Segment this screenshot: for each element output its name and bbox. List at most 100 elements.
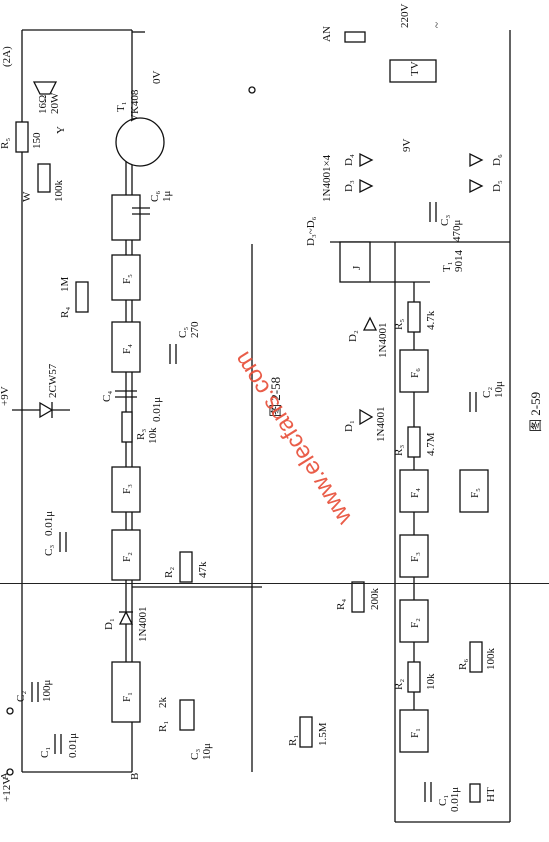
label-220v: 220V xyxy=(399,4,411,29)
label-r1: R₁ xyxy=(287,735,299,746)
label-t1: T₁ xyxy=(115,101,127,112)
capacitor-c6 xyxy=(132,207,150,215)
label-r4-value: 1M xyxy=(59,277,71,293)
label-c3-value: 0.01μ xyxy=(43,511,55,536)
label-w: W xyxy=(21,191,33,202)
label-t1-value: 9014 xyxy=(453,250,465,273)
label-r5: R₅ xyxy=(0,138,11,149)
label-f2: F₂ xyxy=(409,618,421,628)
transistor-t1-icon xyxy=(115,117,165,167)
label-d1-value: 1N4001 xyxy=(375,407,387,442)
label-c3: C₃ xyxy=(43,545,55,556)
buzzer-ht xyxy=(469,783,481,803)
label-c3-lower: C₃ xyxy=(189,749,201,760)
label-t1: T₁ xyxy=(441,261,453,272)
label-c4-value: 0.01μ xyxy=(151,397,163,422)
label-j: J xyxy=(351,265,363,270)
label-c5: C₅ xyxy=(177,327,189,338)
figure-2-59-caption: 图 2-59 xyxy=(528,392,543,432)
label-f2: F₂ xyxy=(121,552,133,562)
label-c1: C₁ xyxy=(437,795,449,806)
label-c5-value: 270 xyxy=(189,321,201,338)
capacitor-c2 xyxy=(31,682,39,702)
label-r4-value: 200k xyxy=(369,588,381,611)
label-d4: D₄ xyxy=(343,154,355,166)
label-ht: HT xyxy=(485,787,497,802)
label-c2: C₂ xyxy=(15,691,27,702)
label-an: AN xyxy=(321,26,333,42)
label-d1: D₁ xyxy=(103,618,115,630)
label-r2-value: 47k xyxy=(197,561,209,578)
label-2cw57: 2CW57 xyxy=(47,363,59,398)
switch-an xyxy=(344,31,366,43)
gate-f5 xyxy=(459,469,489,513)
capacitor-c1 xyxy=(424,782,432,802)
label-r1: R₁ xyxy=(157,721,169,732)
label-d3: D₃ xyxy=(343,180,355,192)
horizontal-divider xyxy=(0,583,549,584)
label-f5: F₅ xyxy=(121,274,133,284)
figure-2-59: AN 220V ~ TV 9V 1N4001×4 D₄ D₃ D₆ D₅ D₃~… xyxy=(287,4,543,823)
label-d1-value: 1N4001 xyxy=(137,607,149,642)
label-2a: (2A) xyxy=(1,46,13,67)
potentiometer-w xyxy=(37,163,51,193)
diode-d1-icon xyxy=(359,408,374,426)
diode-d1-icon xyxy=(118,610,134,625)
resistor-r2 xyxy=(179,551,193,583)
capacitor-c3 xyxy=(59,532,67,552)
label-r1-value: 1.5M xyxy=(317,722,329,746)
figure-2-58-caption: 图 2-58 xyxy=(268,377,283,417)
label-plus-9v: +9V xyxy=(0,386,11,406)
label-r5: R₅ xyxy=(393,319,405,330)
label-d2-value: 1N4001 xyxy=(377,323,389,358)
label-c6: C₆ xyxy=(149,191,161,202)
label-tv: TV xyxy=(409,61,421,76)
capacitor-c4 xyxy=(115,390,137,398)
label-terminal-b: B xyxy=(129,773,141,780)
transformer-tv xyxy=(389,59,437,83)
label-20w: 20W xyxy=(49,92,61,114)
label-16-ohm: 16Ω xyxy=(37,95,49,114)
label-f6: F₆ xyxy=(409,368,421,378)
label-220v-tilde: ~ xyxy=(431,22,443,28)
label-f4: F₄ xyxy=(121,344,133,354)
capacitor-c2 xyxy=(469,392,477,412)
label-r6: R₆ xyxy=(457,659,469,670)
label-c1-value: 0.01μ xyxy=(67,733,79,758)
gate-buffer xyxy=(111,194,141,241)
label-r5-value: 4.7k xyxy=(425,310,437,330)
capacitor-c3 xyxy=(429,202,437,222)
label-c2-value: 10μ xyxy=(493,381,505,398)
label-c3: C₃ xyxy=(439,215,451,226)
label-r2-value: 10k xyxy=(425,673,437,690)
resistor-r3 xyxy=(407,426,421,458)
label-f3: F₃ xyxy=(121,484,133,494)
label-r2: R₂ xyxy=(393,679,405,690)
diode-d5-icon xyxy=(469,178,484,194)
resistor-r3 xyxy=(121,411,133,443)
label-r3-value: 10k xyxy=(147,427,159,444)
label-y: Y xyxy=(55,126,67,134)
label-d1: D₁ xyxy=(343,420,355,432)
label-r3: R₃ xyxy=(135,429,147,440)
diode-d4-icon xyxy=(359,152,374,168)
label-1n4001x4: 1N4001×4 xyxy=(321,154,333,202)
label-r4: R₄ xyxy=(335,599,347,610)
label-r2: R₂ xyxy=(163,567,175,578)
label-f1: F₁ xyxy=(121,692,133,702)
label-c1: C₁ xyxy=(39,747,51,758)
figure-2-58: +12V (2A) 16Ω 20W Y T₁ VK408 0V R₅ 150 W… xyxy=(0,29,283,802)
label-vk408: VK408 xyxy=(129,89,141,122)
resistor-r6 xyxy=(469,641,483,673)
label-w-value: 100k xyxy=(53,180,65,203)
label-r5-value: 150 xyxy=(31,132,43,149)
label-plus-12v: +12V xyxy=(1,777,13,802)
label-f1: F₁ xyxy=(409,728,421,738)
resistor-r5 xyxy=(407,301,421,333)
label-d3-d6: D₃~D₆ xyxy=(305,216,317,246)
label-r3-value: 4.7M xyxy=(425,432,437,456)
relay-j xyxy=(339,241,371,283)
